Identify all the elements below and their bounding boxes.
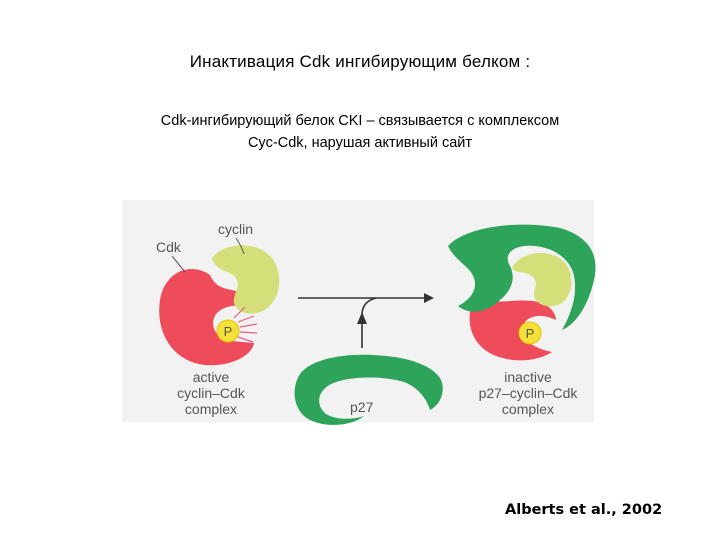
active-site-rays [233, 306, 258, 343]
page-title: Инактивация Cdk ингибирующим белком : [189, 52, 531, 71]
phosphate-circle-right [518, 321, 542, 345]
active-label-line-3: complex [185, 401, 237, 417]
p27-label: p27 [350, 399, 374, 415]
phosphate-label-right: P [526, 326, 535, 341]
citation: Alberts et al., 2002 [505, 502, 663, 518]
inactive-label-line-3: complex [502, 401, 554, 417]
subtitle-line-2: Cyc-Cdk, нарушая активный сайт [247, 135, 473, 151]
inactive-label-line-2: p27–cyclin–Cdk [479, 385, 579, 401]
subtitle-line-1: Cdk-ингибирующий белок CKI – связывается… [160, 113, 560, 129]
cyclin-protein-right [512, 253, 572, 307]
active-label-line-1: active [193, 369, 230, 385]
cyclin-pointer-line [235, 237, 245, 255]
cdk-pointer-line [171, 255, 186, 273]
cdk-label: Cdk [156, 239, 182, 255]
p27-input-arrowhead [357, 312, 367, 324]
inactive-label-line-1: inactive [504, 369, 552, 385]
p27-bound-right [448, 224, 596, 330]
phosphate-label-left: P [224, 324, 233, 339]
p27-protein [294, 354, 443, 425]
active-label-line-2: cyclin–Cdk [177, 385, 246, 401]
phosphate-circle-left [216, 319, 240, 343]
cyclin-label: cyclin [218, 221, 253, 237]
cyclin-protein-left [212, 245, 280, 314]
cdk-protein-right [469, 298, 556, 361]
page-subtitle: Cdk-ингибирующий белок CKI – связывается… [0, 110, 720, 154]
